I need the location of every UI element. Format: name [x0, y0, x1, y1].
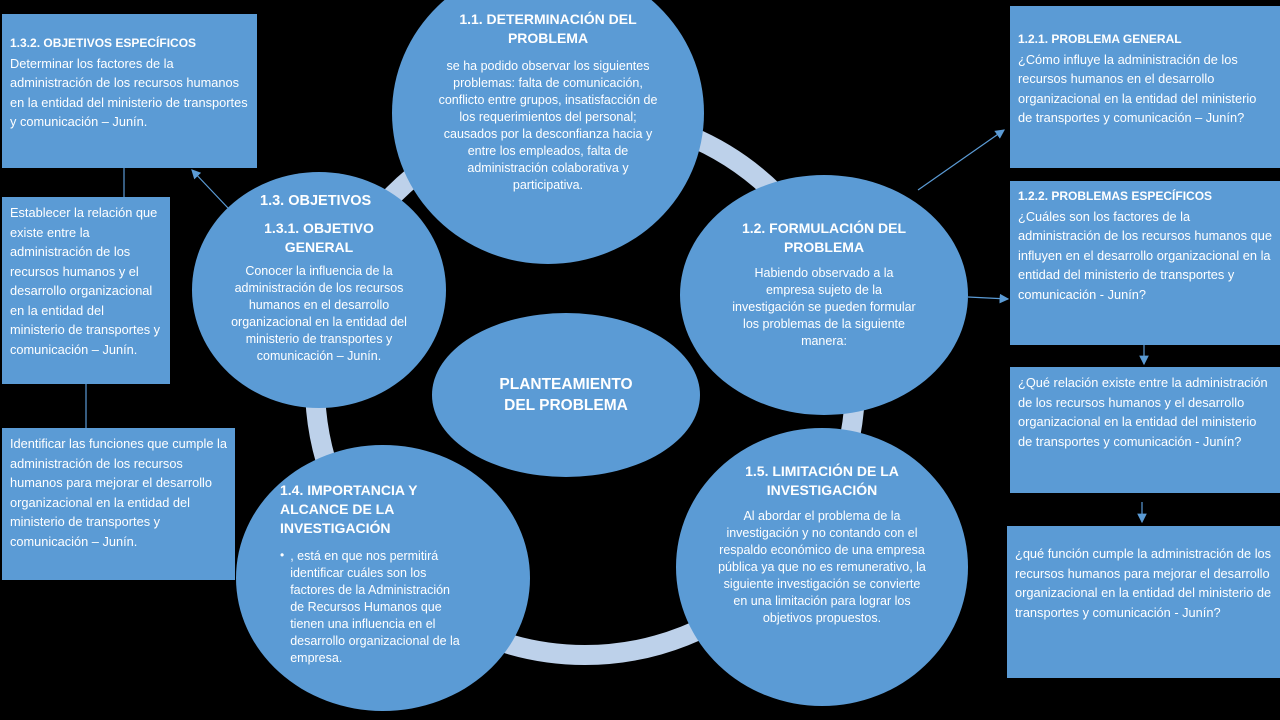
node-formulacion-title: 1.2. FORMULACIÓN DEL PROBLEMA [741, 220, 907, 255]
box-objetivo-relacion-body: Establecer la relación que existe entre … [10, 205, 161, 357]
box-objetivo-relacion: Establecer la relación que existe entre … [2, 197, 170, 384]
center-title: PLANTEAMIENTO DEL PROBLEMA [499, 376, 633, 414]
node-objetivos-subtitle: 1.3.1. OBJETIVO GENERAL [264, 220, 374, 255]
box-objetivos-especificos-body: Determinar los factores de la administra… [10, 55, 248, 130]
box-problemas-especificos-title: 1.2.2. PROBLEMAS ESPECÍFICOS [1018, 189, 1213, 203]
box-question-funcion-body: ¿qué función cumple la administración de… [1015, 546, 1272, 620]
box-problema-general-title: 1.2.1. PROBLEMA GENERAL [1018, 32, 1182, 46]
node-objetivos-body: Conocer la influencia de la administraci… [231, 264, 407, 363]
node-limitacion-body: Al abordar el problema de la investigaci… [718, 509, 926, 625]
box-question-funcion: ¿qué función cumple la administración de… [1007, 526, 1280, 678]
box-objetivo-funciones-body: Identificar las funciones que cumple la … [10, 436, 227, 549]
box-problemas-especificos-body: ¿Cuáles son los factores de la administr… [1018, 208, 1272, 302]
node-importancia: 1.4. IMPORTANCIA Y ALCANCE DE LA INVESTI… [236, 445, 530, 711]
arrow-to-objetivos-especificos [191, 169, 229, 209]
arrow-to-problema-general [917, 129, 1005, 191]
node-determinacion: 1.1. DETERMINACIÓN DEL PROBLEMA se ha po… [392, 0, 704, 264]
node-objetivos-title: 1.3. OBJETIVOS [260, 193, 372, 209]
node-formulacion: 1.2. FORMULACIÓN DEL PROBLEMA Habiendo o… [680, 175, 968, 415]
box-objetivo-funciones: Identificar las funciones que cumple la … [2, 428, 235, 580]
arrow-to-problemas-especificos [967, 293, 1010, 304]
center-node: PLANTEAMIENTO DEL PROBLEMA [432, 313, 700, 477]
box-objetivos-especificos-title: 1.3.2. OBJETIVOS ESPECÍFICOS [10, 36, 197, 50]
node-importancia-body: , está en que nos permitirá identificar … [290, 549, 460, 665]
box-problema-general-body: ¿Cómo influye la administración de los r… [1018, 51, 1257, 126]
node-limitacion: 1.5. LIMITACIÓN DE LA INVESTIGACIÓN Al a… [676, 428, 968, 706]
node-importancia-bullet-row: • , está en que nos permitirá identifica… [280, 548, 466, 667]
node-importancia-title: 1.4. IMPORTANCIA Y ALCANCE DE LA INVESTI… [280, 482, 418, 536]
box-question-relacion-body: ¿Qué relación existe entre la administra… [1018, 375, 1268, 449]
node-limitacion-title: 1.5. LIMITACIÓN DE LA INVESTIGACIÓN [745, 463, 899, 498]
bullet-icon: • [280, 548, 285, 562]
box-objetivos-especificos: 1.3.2. OBJETIVOS ESPECÍFICOS Determinar … [2, 14, 257, 168]
box-question-relacion: ¿Qué relación existe entre la administra… [1010, 367, 1280, 493]
node-determinacion-title: 1.1. DETERMINACIÓN DEL PROBLEMA [459, 11, 637, 46]
box-problemas-especificos: 1.2.2. PROBLEMAS ESPECÍFICOS ¿Cuáles son… [1010, 181, 1280, 345]
node-formulacion-body: Habiendo observado a la empresa sujeto d… [732, 266, 916, 348]
node-objetivos: 1.3. OBJETIVOS 1.3.1. OBJETIVO GENERAL C… [192, 172, 446, 408]
box-problema-general: 1.2.1. PROBLEMA GENERAL ¿Cómo influye la… [1010, 6, 1280, 168]
node-determinacion-body: se ha podido observar los siguientes pro… [438, 59, 658, 192]
